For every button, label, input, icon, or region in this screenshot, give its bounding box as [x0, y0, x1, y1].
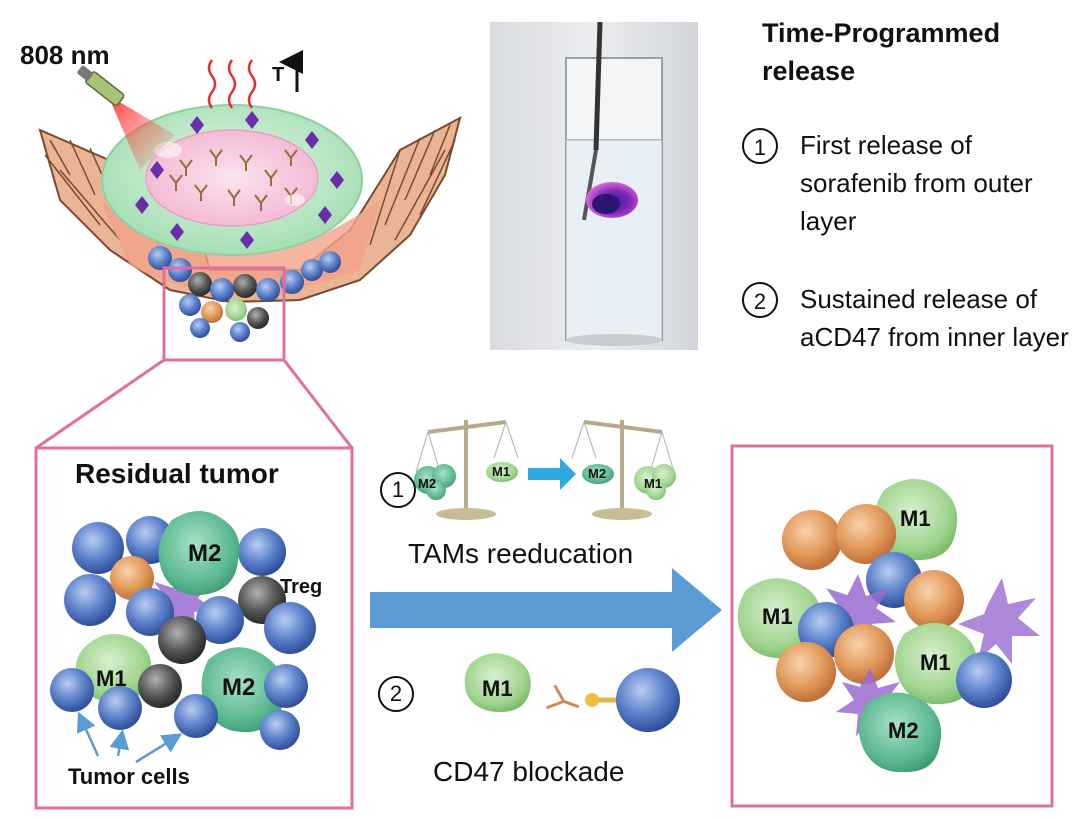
outcome-m1-right-label: M1 — [920, 650, 951, 675]
rebalance-arrow — [528, 458, 576, 490]
m1-cell-icon — [464, 653, 531, 712]
zoom-inset-box — [162, 266, 286, 362]
residual-tumor-cells — [50, 511, 316, 750]
scale-left-m1-label: M1 — [492, 464, 511, 479]
mechanism-step-1-number: 1 — [380, 472, 416, 508]
m2-macrophage-bottom — [201, 647, 285, 733]
hydrogel — [101, 104, 363, 256]
sorafenib-crystals — [135, 111, 344, 249]
tams-reeducation-caption: TAMs reeducation — [408, 538, 634, 569]
treg-label: Treg — [280, 576, 323, 598]
step-1-number: 1 — [742, 128, 778, 164]
scale-left-m2-label: M2 — [418, 476, 437, 491]
tumor-cell-pointer-arrows — [77, 711, 183, 764]
release-title: Time-Programmed release — [762, 18, 1001, 86]
residual-cells-cluster — [148, 246, 341, 342]
tumor-cell-icon — [616, 668, 680, 732]
m2-macrophage-top — [158, 511, 240, 596]
step-1-text: First release of sorafenib from outer la… — [800, 130, 1033, 236]
laser-pointer-icon — [77, 65, 175, 170]
outcome-cells — [737, 478, 1040, 773]
tumor-cells-label: Tumor cells — [68, 764, 190, 789]
m1-macrophage-top — [874, 478, 958, 561]
zoom-line-left — [35, 358, 165, 450]
m1-label: M1 — [96, 666, 127, 691]
laser-wavelength-label: 808 nm — [20, 40, 110, 70]
m1-cell-label: M1 — [482, 676, 513, 701]
antibody-icons — [169, 149, 298, 211]
m2-macrophage — [858, 692, 942, 773]
temperature-label: T — [272, 64, 285, 86]
m2-top-label: M2 — [188, 540, 222, 567]
heat-wave-icon — [207, 59, 257, 109]
step-2-number: 2 — [742, 282, 778, 318]
outcome-m1-top-label: M1 — [900, 506, 931, 531]
scale-right-m1-label: M1 — [644, 476, 663, 491]
m1-macrophage — [75, 634, 152, 702]
main-transition-arrow — [370, 568, 722, 652]
antibody-icon — [545, 684, 580, 710]
outcome-panel — [730, 444, 1054, 808]
m2-bottom-label: M2 — [222, 674, 256, 701]
mechanism-step-2-number: 2 — [378, 676, 414, 712]
balance-scale-left — [414, 420, 519, 520]
dendritic-cell — [150, 570, 214, 632]
balance-scale-right — [571, 420, 676, 520]
step-2-text: Sustained release of aCD47 from inner la… — [800, 284, 1069, 352]
scale-right-m2-label: M2 — [588, 466, 607, 481]
cd47-blockade-caption: CD47 blockade — [433, 756, 625, 787]
outcome-m1-left-label: M1 — [762, 604, 793, 629]
vial-photo — [490, 21, 698, 350]
residual-tumor-title: Residual tumor — [75, 458, 279, 489]
residual-tumor-panel — [34, 446, 354, 810]
zoom-line-right — [282, 359, 354, 449]
outcome-m2-label: M2 — [888, 718, 919, 743]
